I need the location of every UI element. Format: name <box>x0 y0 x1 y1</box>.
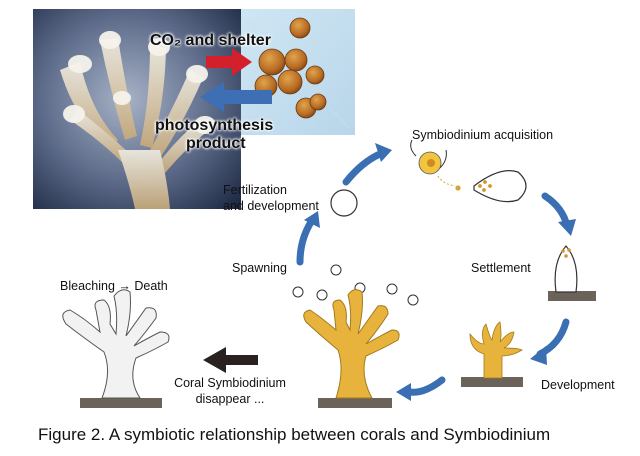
figure-caption: Figure 2. A symbiotic relationship betwe… <box>38 425 551 444</box>
symbiodinium-micrograph <box>241 9 355 135</box>
cycle-arrow-to-adult <box>406 376 446 396</box>
arrowhead-adult <box>396 383 411 401</box>
development-label: Development <box>541 378 615 392</box>
symbiodinium-disappear-label-line2: disappear ... <box>195 392 265 406</box>
development-stage <box>461 321 523 387</box>
spawning-bubbles <box>292 264 419 306</box>
bleaching-arrow <box>203 347 258 373</box>
fertilized-egg <box>330 189 358 217</box>
cycle-arrow-to-fertilization <box>296 218 315 266</box>
acquisition-stage <box>410 139 527 203</box>
arrowhead-acquisition <box>375 143 392 162</box>
co2-shelter-label: CO₂ and shelter <box>150 32 271 49</box>
photosynthesis-label-line2: product <box>186 135 246 152</box>
photosynthesis-arrow <box>200 82 272 112</box>
bleaching-death-label: Bleaching → Death <box>60 279 168 293</box>
cycle-arrow-to-acquisition <box>342 150 384 186</box>
coral-polyp-photo <box>33 9 241 209</box>
healthy-coral-colony <box>303 289 400 408</box>
arrowhead-development <box>530 346 547 365</box>
settlement-stage <box>548 245 596 301</box>
arrowhead-settlement <box>558 219 576 236</box>
symbiodinium-disappear-label-line1: Coral Symbiodinium <box>174 376 286 390</box>
settlement-label: Settlement <box>471 261 531 275</box>
photosynthesis-label-line1: photosynthesis <box>155 117 274 134</box>
spawning-label: Spawning <box>232 261 287 275</box>
bleached-coral-colony <box>62 289 170 408</box>
co2-shelter-arrow <box>206 48 252 76</box>
arrowhead-fertilization <box>304 211 320 228</box>
fertilization-label-line2: and development <box>223 199 319 213</box>
fertilization-label-line1: Fertilization <box>223 183 287 197</box>
symbiodinium-acquisition-label: Symbiodinium acquisition <box>412 128 554 142</box>
